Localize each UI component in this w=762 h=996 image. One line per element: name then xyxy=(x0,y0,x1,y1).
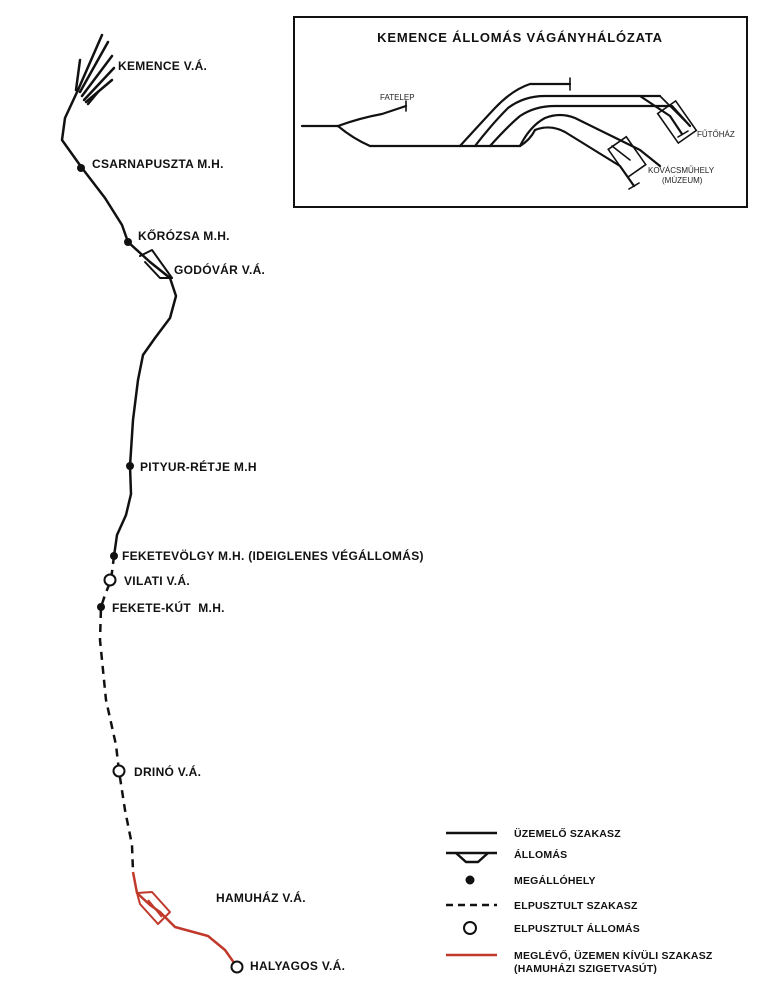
legend: ÜZEMELŐ SZAKASZ ÁLLOMÁS MEGÁLLÓHELY ELPU… xyxy=(446,827,713,975)
destroyed-station-halyagos xyxy=(230,960,244,974)
destroyed-station-markers xyxy=(103,573,244,974)
inset-track-g xyxy=(638,94,684,136)
inset-track-g-stop xyxy=(677,130,689,138)
stop-dot-csarnapuszta xyxy=(77,164,85,172)
legend-station-label: ÁLLOMÁS xyxy=(514,848,567,861)
inset-track-c xyxy=(488,104,692,148)
kemence-track-1 xyxy=(76,33,104,92)
legend-out-of-service-label-2: (HAMUHÁZI SZIGETVASÚT) xyxy=(514,962,657,975)
label-feketekut: FEKETE-KÚT M.H. xyxy=(112,600,225,615)
label-hamuhaz: HAMUHÁZ V.Á. xyxy=(216,890,306,905)
inset-title: KEMENCE ÁLLOMÁS VÁGÁNYHÁLÓZATA xyxy=(377,30,663,45)
legend-stop-label: MEGÁLLÓHELY xyxy=(514,874,596,887)
kemence-track-4 xyxy=(82,66,116,102)
legend-destroyed-station-symbol xyxy=(463,921,477,935)
inset-tracks xyxy=(300,77,692,190)
inset-kovacsmuhely-building xyxy=(607,135,647,179)
destroyed-station-vilati xyxy=(103,573,117,587)
legend-out-of-service-label-1: MEGLÉVŐ, ÜZEMEN KÍVÜLI SZAKASZ xyxy=(514,949,713,962)
kemence-track-6 xyxy=(86,90,100,106)
legend-station-symbol xyxy=(446,851,497,864)
label-halyagos: HALYAGOS V.Á. xyxy=(250,958,345,973)
inset-futohaz-building xyxy=(656,99,698,145)
inset-track-e-stop xyxy=(628,182,640,190)
inset-fatelep-label: FATELEP xyxy=(380,93,415,102)
kemence-track-3 xyxy=(80,54,114,98)
inset-muzeum-label: (MÚZEUM) xyxy=(662,176,703,185)
label-kemence: KEMENCE V.Á. xyxy=(118,58,207,73)
stop-markers xyxy=(77,164,134,611)
label-csarnapuszta: CSARNAPUSZTA M.H. xyxy=(92,157,224,171)
destroyed-line xyxy=(98,555,135,873)
godovar-siding xyxy=(139,249,173,279)
inset-track-f xyxy=(611,145,631,161)
label-godovar: GODÓVÁR V.Á. xyxy=(174,262,265,277)
hamuhaz-siding-2 xyxy=(147,899,163,918)
operating-line xyxy=(60,33,178,558)
destroyed-station-drino xyxy=(112,764,126,778)
kemence-track-5 xyxy=(84,78,114,104)
red-track-main xyxy=(131,871,239,968)
inset-track-h xyxy=(659,95,691,127)
label-korozsa: KŐRÓZSA M.H. xyxy=(138,228,230,243)
inset-track-a xyxy=(458,82,572,148)
out-of-service-line xyxy=(131,871,239,968)
stop-dot-feketevolgy xyxy=(110,552,118,560)
inset-track-layout: KEMENCE ÁLLOMÁS VÁGÁNYHÁLÓZATA xyxy=(293,16,748,208)
label-pityur: PITYUR-RÉTJE M.H xyxy=(140,459,257,474)
station-labels: KEMENCE V.Á. CSARNAPUSZTA M.H. KŐRÓZSA M… xyxy=(92,58,424,973)
legend-destroyed-label: ELPUSZTULT SZAKASZ xyxy=(514,900,638,912)
legend-stop-symbol xyxy=(465,875,475,885)
label-vilati: VILATI V.Á. xyxy=(124,573,190,588)
main-track-north xyxy=(60,88,178,558)
inset-track-d xyxy=(518,113,662,168)
inset-futohaz-label: FŰTŐHÁZ xyxy=(697,130,735,139)
godovar-siding-2 xyxy=(144,261,173,279)
kemence-track-7 xyxy=(74,58,82,92)
stop-dot-korozsa xyxy=(124,238,132,246)
legend-destroyed-station-label: ELPUSZTULT ÁLLOMÁS xyxy=(514,922,640,935)
stop-dot-pityur xyxy=(126,462,134,470)
inset-kovacsmuhely-label: KOVÁCSMŰHELY xyxy=(648,166,715,175)
inset-fatelep-track xyxy=(336,104,408,128)
inset-main-track xyxy=(336,124,537,148)
label-drino: DRINÓ V.Á. xyxy=(134,764,201,779)
inset-frame xyxy=(293,16,748,208)
destroyed-track xyxy=(98,555,135,873)
hamuhaz-siding-1 xyxy=(136,891,171,925)
label-feketevolgy: FEKETEVÖLGY M.H. (IDEIGLENES VÉGÁLLOMÁS) xyxy=(122,548,424,563)
legend-active-label: ÜZEMELŐ SZAKASZ xyxy=(514,827,621,840)
inset-track-b xyxy=(473,94,662,148)
stop-dot-feketekut xyxy=(97,603,105,611)
inset-track-e xyxy=(533,126,636,188)
kemence-track-2 xyxy=(78,40,110,94)
